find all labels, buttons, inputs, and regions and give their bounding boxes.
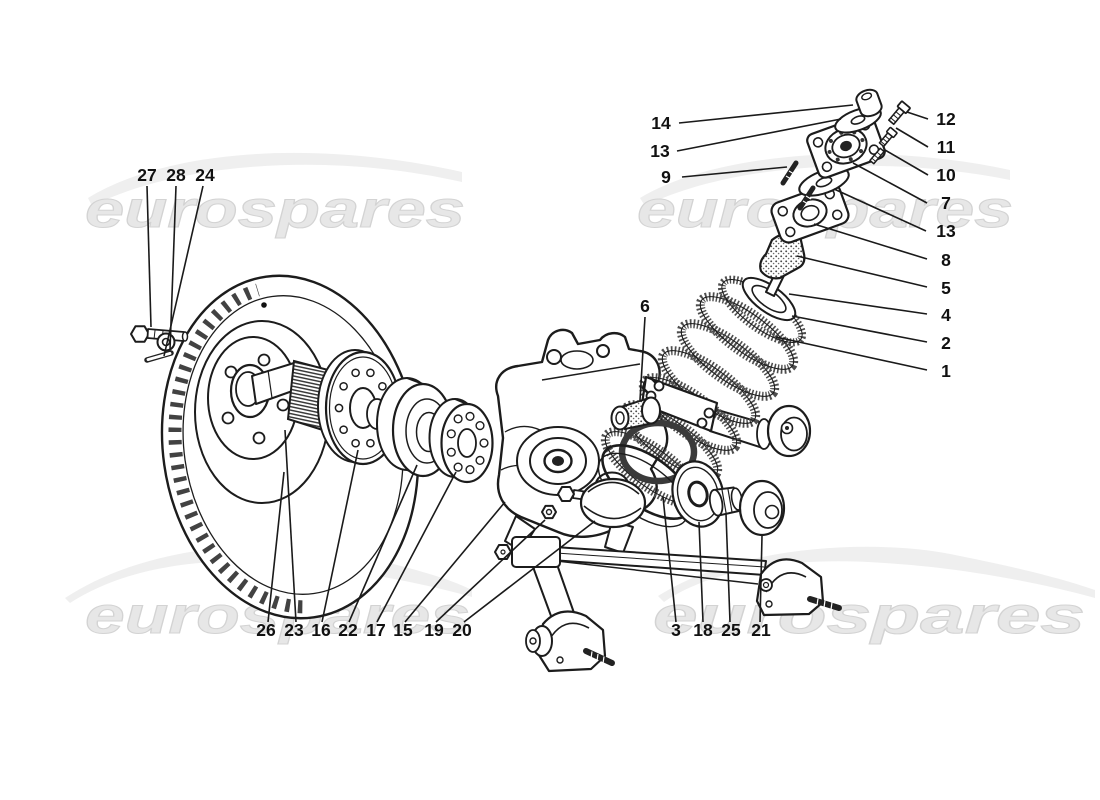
bolt-11: [878, 126, 898, 148]
disc-pin: [144, 350, 174, 363]
leader-22: [348, 464, 418, 623]
washer-18: [671, 460, 725, 528]
callout-28: 28: [166, 165, 186, 185]
car-silhouette-bottom-right: [658, 546, 1095, 602]
castle-nut-25: [708, 486, 743, 517]
leader-2: [791, 315, 928, 343]
leader-24: [163, 185, 204, 357]
leader-17: [376, 471, 457, 623]
leader-13-right: [833, 188, 927, 232]
leader-4: [788, 293, 928, 315]
leader-23: [284, 429, 297, 623]
callout-19: 19: [424, 620, 444, 640]
leader-9: [681, 166, 788, 178]
leader-8: [813, 223, 928, 260]
upper-bushing: [610, 396, 661, 431]
leader-26: [267, 471, 285, 623]
bump-stop: [759, 231, 806, 280]
callout-16: 16: [311, 620, 331, 640]
callout-7: 7: [941, 193, 951, 213]
callout-26: 26: [256, 620, 276, 640]
callout-12: 12: [936, 109, 956, 129]
mount-plate-upper: [806, 113, 886, 179]
callout-6: 6: [640, 296, 650, 316]
mount-plate-lower: [770, 182, 850, 244]
shock-fork: [640, 375, 719, 433]
callout-24: 24: [195, 165, 215, 185]
callout-18: 18: [693, 620, 713, 640]
leader-19: [435, 519, 546, 623]
leader-11: [895, 127, 929, 148]
leader-16: [321, 449, 359, 623]
callout-14: 14: [651, 113, 671, 133]
callout-13-left: 13: [650, 141, 670, 161]
callout-27: 27: [137, 165, 156, 185]
callout-22: 22: [338, 620, 358, 640]
callout-5: 5: [941, 278, 951, 298]
leader-12: [906, 111, 929, 120]
leader-6: [639, 316, 646, 401]
callout-9: 9: [661, 167, 671, 187]
leader-5: [796, 255, 928, 288]
callout-20: 20: [452, 620, 472, 640]
callout-15: 15: [393, 620, 413, 640]
dome-cap-21: [738, 479, 786, 537]
watermark-top-left: eurospares: [85, 181, 465, 239]
callout-21: 21: [751, 620, 771, 640]
callout-1: 1: [941, 361, 951, 381]
leader-21: [759, 535, 763, 623]
callout-23: 23: [284, 620, 304, 640]
ball-joint-boot: [579, 477, 647, 529]
callout-25: 25: [721, 620, 741, 640]
leader-1: [775, 336, 928, 371]
leader-3: [662, 496, 677, 623]
leader-7: [852, 162, 928, 204]
callout-4: 4: [941, 305, 951, 325]
leader-27: [146, 185, 152, 328]
leader-10: [884, 149, 929, 176]
car-silhouette-top-right: [640, 153, 1010, 206]
leader-20: [463, 520, 596, 623]
leader-15: [404, 501, 506, 623]
callout-8: 8: [941, 250, 951, 270]
callout-10: 10: [936, 165, 956, 185]
leader-18: [698, 521, 704, 623]
callout-labels: 27 28 24 14 13 9 6 12 11 10 7 13 8 5 4 2…: [137, 109, 956, 640]
callout-13-right: 13: [936, 221, 956, 241]
hub-flange: [317, 349, 402, 466]
chassis-bracket-left: [525, 610, 615, 673]
callout-11: 11: [937, 137, 956, 157]
callout-17: 17: [366, 620, 385, 640]
leader-14: [678, 104, 854, 124]
stud-10: [869, 147, 885, 165]
watermark-bottom-right: eurospares: [653, 587, 1085, 645]
car-silhouette-top-left: [88, 152, 462, 206]
callout-2: 2: [941, 333, 951, 353]
leader-lines: [146, 104, 929, 623]
leader-13-left: [676, 118, 842, 152]
chassis-bracket-right: [755, 558, 842, 617]
cap-nut-14: [855, 88, 883, 118]
wheel-bearing: [428, 398, 494, 484]
mount-studs: [780, 160, 816, 211]
leader-25: [725, 513, 731, 623]
bolt-12: [888, 100, 911, 126]
callout-3: 3: [671, 620, 681, 640]
